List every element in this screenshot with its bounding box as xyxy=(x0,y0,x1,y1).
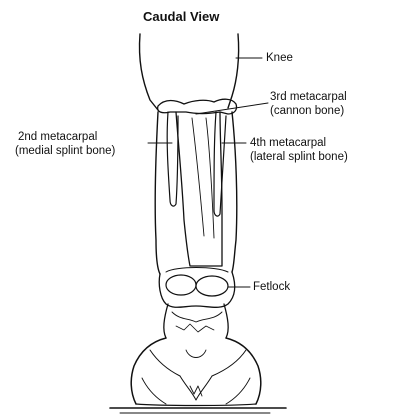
pastern-outline xyxy=(164,304,228,338)
label-fetlock: Fetlock xyxy=(253,280,290,294)
label-second-metacarpal-line1: 2nd metacarpal xyxy=(15,130,115,144)
label-fourth-metacarpal: 4th metacarpal (lateral splint bone) xyxy=(250,136,348,164)
cannon-right-outline xyxy=(232,112,237,272)
medial-splint-bone xyxy=(167,112,178,206)
label-knee: Knee xyxy=(266,51,293,65)
knee-joint xyxy=(158,99,237,114)
leg-right-outline xyxy=(228,34,239,108)
label-fourth-metacarpal-line2: (lateral splint bone) xyxy=(250,150,348,164)
label-third-metacarpal: 3rd metacarpal (cannon bone) xyxy=(270,90,347,118)
sesamoid-right xyxy=(196,276,228,296)
label-fourth-metacarpal-line1: 4th metacarpal xyxy=(250,136,348,150)
cannon-left-outline xyxy=(155,112,160,274)
label-second-metacarpal: 2nd metacarpal (medial splint bone) xyxy=(15,130,115,158)
label-second-metacarpal-line2: (medial splint bone) xyxy=(15,144,115,158)
leg-left-outline xyxy=(139,34,158,110)
label-third-metacarpal-line2: (cannon bone) xyxy=(270,104,347,118)
hoof-outline xyxy=(131,338,261,404)
sesamoid-left xyxy=(166,275,196,295)
label-third-metacarpal-line1: 3rd metacarpal xyxy=(270,90,347,104)
